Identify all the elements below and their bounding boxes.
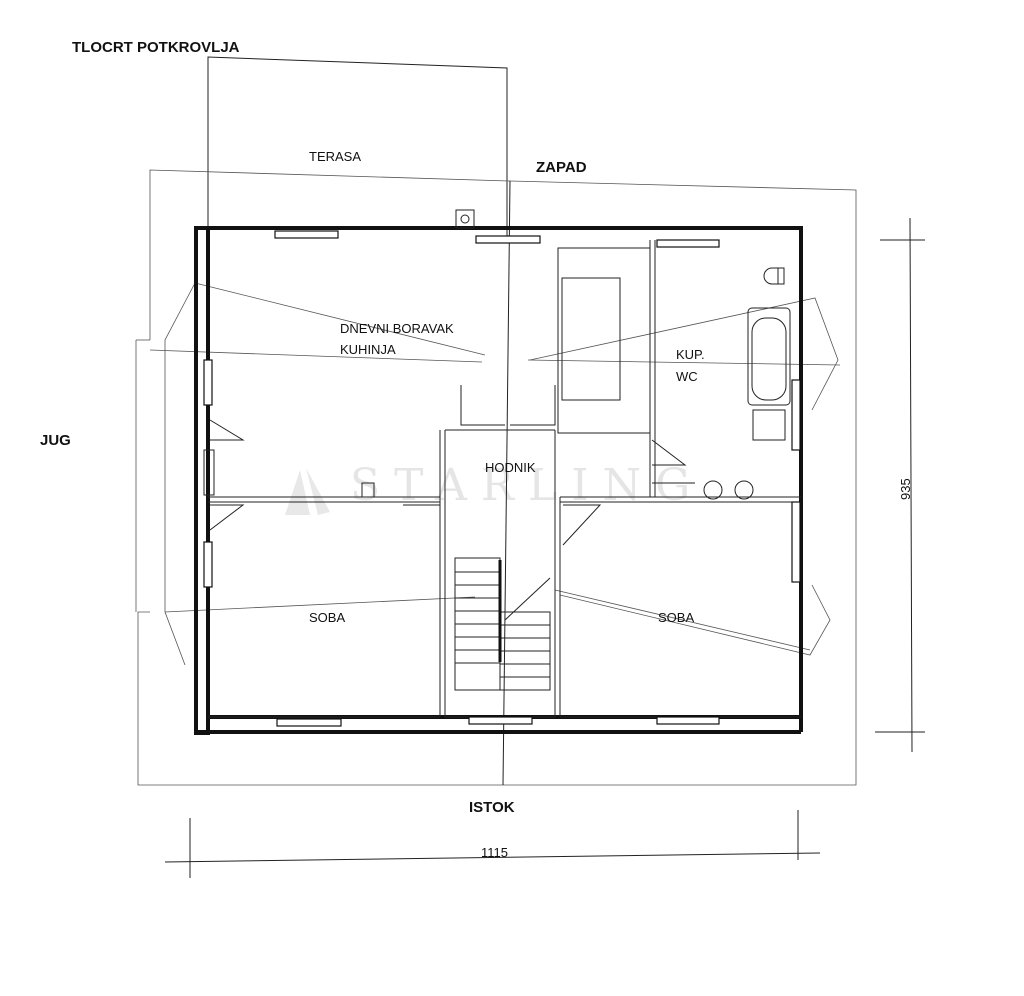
roof-outline bbox=[135, 169, 857, 786]
doors bbox=[203, 385, 695, 546]
sail-logo-icon bbox=[285, 468, 330, 515]
plan-title: TLOCRT POTKROVLJA bbox=[72, 39, 240, 56]
staircase bbox=[454, 557, 551, 691]
room-label-room-right: SOBA bbox=[658, 610, 694, 625]
vent-icon bbox=[455, 209, 475, 229]
room-label-terrace: TERASA bbox=[309, 149, 361, 164]
room-label-room-left: SOBA bbox=[309, 610, 345, 625]
windows bbox=[203, 230, 801, 727]
sink-icon bbox=[703, 480, 754, 500]
room-label-wc: WC bbox=[676, 369, 698, 384]
bathroom-fixtures bbox=[703, 267, 791, 500]
compass-east: ISTOK bbox=[469, 799, 515, 816]
toilet-icon bbox=[763, 267, 785, 285]
room-label-hall: HODNIK bbox=[485, 460, 536, 475]
dimension-height: 935 bbox=[898, 478, 913, 500]
compass-west: ZAPAD bbox=[536, 159, 587, 176]
compass-south: JUG bbox=[40, 432, 71, 449]
room-label-kitchen: KUHINJA bbox=[340, 342, 396, 357]
dimension-lines bbox=[164, 217, 925, 878]
terrace-outline bbox=[207, 56, 508, 238]
dimension-width: 1115 bbox=[481, 845, 508, 860]
room-label-living: DNEVNI BORAVAK bbox=[340, 321, 454, 336]
room-label-bathroom: KUP. bbox=[676, 347, 705, 362]
interior-walls bbox=[208, 240, 801, 718]
